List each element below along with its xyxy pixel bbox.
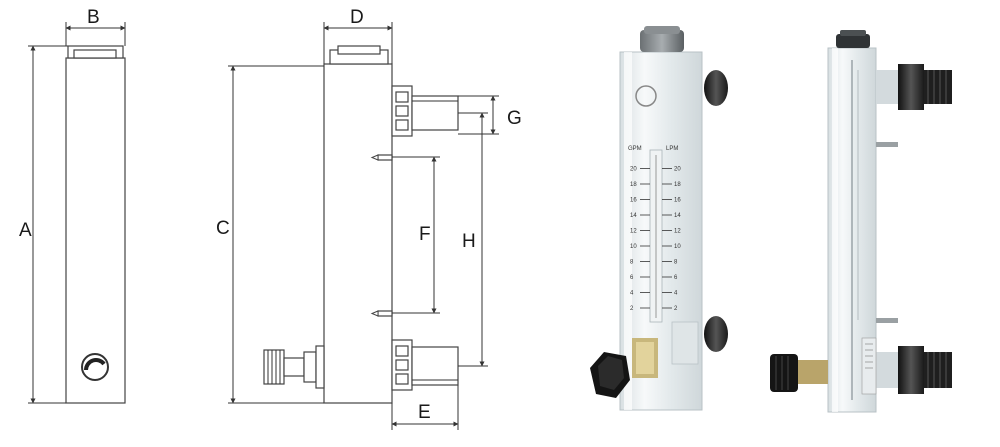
mounting-screw-bottom [370, 310, 393, 317]
lower-fitting [391, 339, 459, 391]
scale-tick-label: 6 [674, 275, 678, 281]
scale-left-unit: GPM [628, 146, 642, 152]
label-e: E [418, 402, 431, 423]
scale-tick-label: 10 [630, 244, 637, 250]
valve-knob [263, 345, 325, 389]
scale-tick-label: 12 [674, 229, 681, 235]
scale-tick-label: 20 [630, 167, 637, 173]
side-view-drawing: A B [19, 7, 126, 404]
knob-icon [81, 353, 109, 381]
scale-tick-label: 8 [674, 260, 678, 266]
scale-tick-label: 16 [674, 198, 681, 204]
label-b: B [87, 7, 100, 28]
front-view-drawing: C D E F G H [216, 7, 522, 430]
label-c: C [216, 218, 230, 239]
label-g: G [507, 108, 522, 129]
flowmeter-side-photo [770, 30, 952, 413]
scale-tick-label: 20 [674, 167, 681, 173]
scale-tick-label: 18 [674, 182, 681, 188]
mounting-screw-top [370, 154, 393, 161]
label-a: A [19, 220, 32, 241]
scale-tick-label: 14 [630, 213, 637, 219]
flowmeter-front-photo: GPM LPM 2 2 4 4 6 6 8 8 10 10 12 12 14 14 16 16 18 18 20 20 [590, 26, 728, 411]
scale-tick-label: 2 [630, 306, 634, 312]
scale-tick-label: 4 [630, 291, 634, 297]
scale-right-unit: LPM [666, 146, 678, 152]
scale-tick-label: 10 [674, 244, 681, 250]
label-h: H [462, 231, 476, 252]
scale-tick-label: 6 [630, 275, 634, 281]
valve-knob-photo [590, 338, 658, 398]
scale-tick-label: 16 [630, 198, 637, 204]
scale-tick-label: 18 [630, 182, 637, 188]
label-f: F [419, 224, 431, 245]
scale-ticks: 2 2 4 4 6 6 8 8 10 10 12 12 14 14 16 16 18 18 20 20 [630, 167, 681, 313]
label-d: D [350, 7, 364, 28]
scale-tick-label: 2 [674, 306, 678, 312]
scale-tick-label: 8 [630, 260, 634, 266]
scale-tick-label: 14 [674, 213, 681, 219]
scale-tick-label: 12 [630, 229, 637, 235]
upper-fitting [391, 85, 459, 137]
scale-tick-label: 4 [674, 291, 678, 297]
